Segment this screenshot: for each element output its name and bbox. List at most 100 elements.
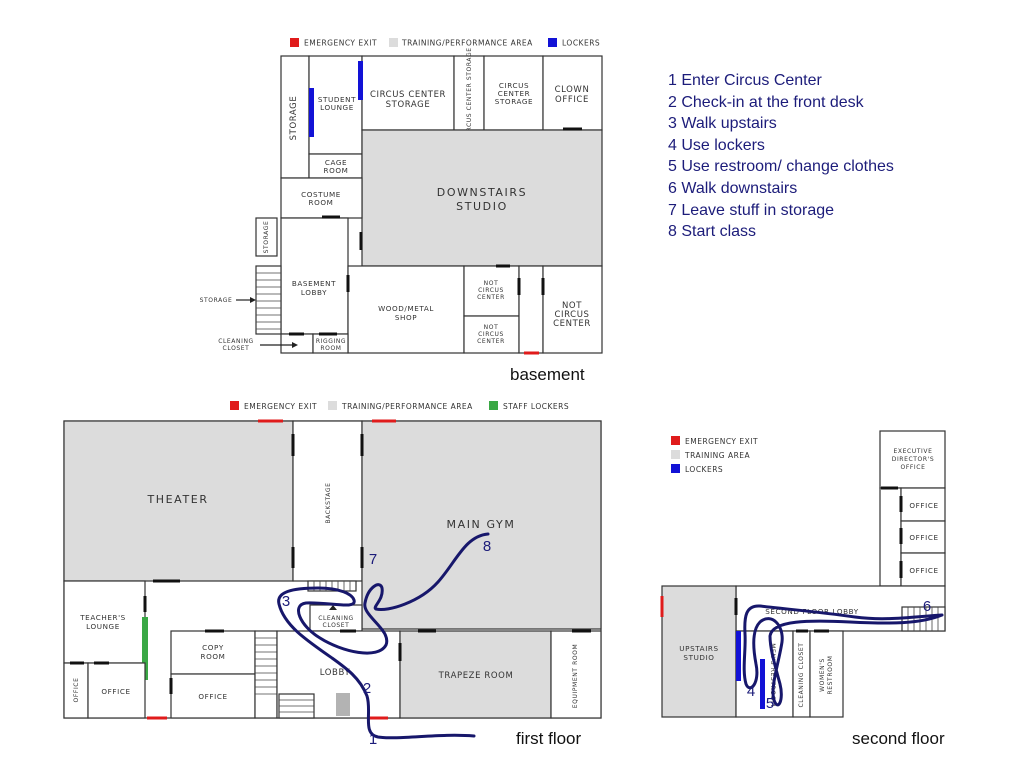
first-floor-caption: first floor [516, 729, 582, 748]
legend-lockers-swatch [548, 38, 557, 47]
basement-plan: EMERGENCY EXIT TRAINING/PERFORMANCE AREA… [200, 38, 603, 384]
ncc2-label-3: CENTER [477, 338, 505, 345]
womens-restroom [809, 630, 844, 718]
legend-exit-label: EMERGENCY EXIT [304, 39, 377, 48]
office-2-label: OFFICE [909, 533, 938, 542]
ncc2-label-1: NOT [484, 324, 499, 331]
annotation-storage: STORAGE [200, 297, 233, 304]
first-floor-plan: EMERGENCY EXIT TRAINING/PERFORMANCE AREA… [63, 401, 602, 748]
office-small-label: OFFICE [101, 687, 130, 696]
route-step-item: 6 Walk downstairs [668, 179, 798, 197]
clown-office [542, 55, 603, 131]
exec-label-2: DIRECTOR'S [892, 456, 935, 463]
small-storage-label: STORAGE [263, 221, 270, 254]
second-floor-caption: second floor [852, 729, 945, 748]
downstairs-studio [361, 129, 603, 267]
legend-training-swatch [328, 401, 337, 410]
route-step-4: 4 [747, 683, 755, 700]
office-main-label: OFFICE [198, 692, 227, 701]
route-step-item: 5 Use restroom/ change clothes [668, 158, 894, 176]
lobby-stairs-steps [279, 699, 314, 713]
cc-storage-label-1: CIRCUS CENTER [370, 90, 446, 100]
upstairs-studio-label-1: UPSTAIRS [679, 644, 718, 653]
legend-staff-lockers-swatch [489, 401, 498, 410]
office-1-label: OFFICE [909, 501, 938, 510]
cc-storage-small-label-1: CIRCUS [499, 81, 529, 90]
basement-legend: EMERGENCY EXIT TRAINING/PERFORMANCE AREA… [290, 38, 600, 48]
circus-center-storage-room [361, 55, 455, 131]
ncc3-label-3: CENTER [553, 319, 591, 329]
route-step-1: 1 [369, 731, 377, 748]
not-circus-center-3 [542, 265, 603, 354]
copy-room-label-2: ROOM [201, 652, 226, 661]
theater-label: THEATER [146, 493, 208, 506]
office-1 [900, 487, 946, 522]
route-step-item: 1 Enter Circus Center [668, 72, 822, 89]
ncc1-label-3: CENTER [477, 294, 505, 301]
rigging-label-1: RIGGING [316, 338, 346, 345]
legend-training-swatch [389, 38, 398, 47]
second-floor-legend: EMERGENCY EXIT TRAINING AREA LOCKERS [671, 436, 758, 474]
annotation-storage-arrowhead [250, 297, 256, 303]
clown-office-label-1: CLOWN [555, 85, 590, 95]
closet-arrow-icon [329, 605, 337, 610]
basement-lockers-lounge [309, 88, 314, 137]
route-steps-list: 1 Enter Circus Center 2 Check-in at the f… [668, 70, 894, 243]
legend-exit-swatch [230, 401, 239, 410]
upstairs-studio [661, 585, 737, 718]
basement-lobby-label-1: BASEMENT [292, 279, 336, 288]
second-floor-corridor [879, 487, 902, 587]
annotation-closet-arrowhead [292, 342, 298, 348]
first-floor-doors [70, 419, 591, 720]
trapeze-room-label: TRAPEZE ROOM [438, 671, 514, 681]
legend-training-label: TRAINING AREA [684, 451, 751, 460]
route-second-floor: 4 5 6 [742, 598, 944, 712]
equipment-room-label: EQUIPMENT ROOM [572, 644, 579, 709]
cc-storage-narrow-label: CIRCUS CENTER STORAGE [466, 47, 473, 138]
basement-hall [518, 265, 544, 354]
legend-exit-label: EMERGENCY EXIT [685, 437, 758, 446]
closet-label-2: CLOSET [323, 622, 350, 629]
copy-room [170, 630, 256, 675]
lobby-label: LOBBY [320, 668, 351, 678]
teachers-lounge-label-2: LOUNGE [86, 622, 120, 631]
upstairs-lockers-restroom [760, 659, 765, 709]
route-step-3: 3 [282, 593, 290, 610]
student-lounge-label-1: STUDENT [318, 95, 356, 104]
basement-stairs-steps [256, 272, 281, 330]
legend-training-label: TRAINING/PERFORMANCE AREA [341, 402, 473, 411]
basement-lobby-label-2: LOBBY [301, 288, 327, 297]
route-step-item: 8 Start class [668, 223, 757, 241]
ncc1-label-2: CIRCUS [478, 287, 504, 294]
not-circus-center-2 [463, 315, 520, 354]
mens-restroom-label: MEN'S RESTROOM [769, 643, 776, 706]
staff-lockers [142, 617, 148, 680]
ncc2-label-2: CIRCUS [478, 331, 504, 338]
costume-room-label-1: COSTUME [301, 190, 341, 199]
route-step-7: 7 [369, 551, 377, 568]
office-3-label: OFFICE [909, 566, 938, 575]
clown-office-label-2: OFFICE [555, 95, 589, 105]
legend-exit-swatch [671, 436, 680, 445]
ncc3-label-1: NOT [562, 301, 582, 311]
upstairs-studio-label-2: STUDIO [683, 653, 714, 662]
circus-center-storage-small [483, 55, 544, 131]
route-first-floor: 1 2 3 7 8 [277, 532, 491, 748]
downstairs-studio-label-2: STUDIO [456, 200, 508, 213]
cleaning-closet-basement [280, 333, 314, 354]
basement-doors [289, 127, 582, 355]
basement-lobby [280, 217, 349, 335]
teachers-lounge-label-1: TEACHER'S [79, 613, 126, 622]
theater [63, 420, 294, 582]
legend-training-swatch [671, 450, 680, 459]
route-step-6: 6 [923, 598, 931, 615]
backstage-label: BACKSTAGE [325, 482, 332, 523]
route-step-item: 4 Use lockers [668, 136, 765, 154]
annotation-closet-1: CLEANING [218, 338, 254, 345]
cleaning-closet-label: CLEANING CLOSET [798, 642, 805, 707]
office-2 [900, 520, 946, 554]
route-path-second-floor [742, 604, 944, 707]
legend-lockers-label: LOCKERS [562, 39, 600, 48]
route-step-item: 2 Check-in at the front desk [668, 93, 864, 111]
